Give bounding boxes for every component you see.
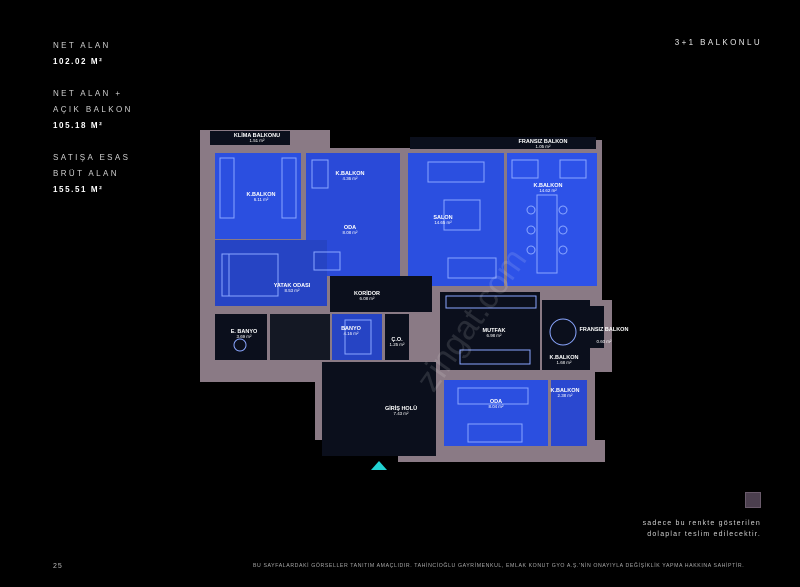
- mutfak-fill: [440, 292, 540, 370]
- yatak-odasi-area: 8.53 m²: [285, 288, 300, 293]
- k-balkon-left-name: K.BALKON: [246, 192, 275, 198]
- bed: [221, 253, 279, 297]
- storage-left: [219, 157, 235, 219]
- fransiz-balkon-top-area: 1.05 m²: [536, 144, 551, 149]
- koridor-fill: [330, 276, 432, 312]
- k-balkon-bottom-area: 2.38 m²: [558, 393, 573, 398]
- k-balkon-bottom-name: K.BALKON: [550, 388, 579, 394]
- oda-top-area: 8.08 m²: [343, 230, 358, 235]
- armchair-left: [511, 159, 539, 179]
- giris-holu-area: 7.43 m²: [394, 411, 409, 416]
- k-balkon-kitchen-name: K.BALKON: [549, 355, 578, 361]
- gross-value: 155.51 M²: [53, 185, 104, 194]
- fransiz-balkon-top-fill: [410, 137, 596, 149]
- yatak-odasi-name: YATAK ODASI: [274, 283, 311, 289]
- klima-balkonu-fill: [210, 131, 290, 145]
- kitchen-island: [459, 349, 531, 365]
- bathtub: [344, 319, 372, 355]
- gross-label-1: SATIŞA ESAS: [53, 153, 131, 162]
- oda-bottom-area: 8.04 m²: [489, 404, 504, 409]
- entrance-marker-icon: [371, 461, 387, 470]
- gross-label-2: BRÜT ALAN: [53, 169, 119, 178]
- chair: [558, 205, 568, 215]
- salon-fill: [408, 153, 504, 286]
- coffee-table: [443, 199, 481, 231]
- koridor-name: KORİDOR: [354, 290, 380, 297]
- net-area-label: NET ALAN: [53, 41, 111, 50]
- dining-table: [536, 194, 558, 274]
- banyo-area: 4.16 m²: [344, 331, 359, 336]
- banyo-name: BANYO: [341, 326, 362, 332]
- desk: [311, 159, 329, 189]
- net-balcony-label-2: AÇIK BALKON: [53, 105, 133, 114]
- room-labels: KLİMA BALKONU 1.51 m² FRANSIZ BALKON 1.0…: [231, 132, 629, 416]
- fransiz-balkon-side-area: 0.60 m²: [597, 339, 612, 344]
- wc-fill: [385, 314, 409, 360]
- klima-balkonu-name: KLİMA BALKONU: [234, 132, 280, 139]
- k-balkon-left-fill: [215, 153, 301, 239]
- bench: [313, 251, 341, 271]
- sofa-bottom: [447, 257, 497, 279]
- cabinet-legend-swatch: [745, 492, 761, 508]
- giris-holu-name: GİRİŞ HOLÜ: [385, 405, 417, 412]
- chair: [558, 245, 568, 255]
- oda-bottom-name: ODA: [490, 399, 502, 405]
- net-balcony-label-1: NET ALAN +: [53, 89, 123, 98]
- sofa-top: [427, 161, 485, 183]
- e-banyo-fill: [215, 314, 267, 360]
- yatak-odasi-fill: [215, 240, 327, 306]
- balcony-table: [549, 318, 577, 346]
- page-number: 25: [53, 563, 63, 570]
- e-banyo-name: E. BANYO: [231, 329, 258, 335]
- k-balkon-right-fill: [507, 153, 597, 286]
- koridor-area: 6.08 m²: [360, 296, 375, 301]
- e-banyo-extra-fill: [270, 314, 330, 360]
- bed-bottom-room: [467, 423, 523, 443]
- net-balcony-value: 105.18 M²: [53, 121, 104, 130]
- e-banyo-area: 3.69 m²: [237, 334, 252, 339]
- net-area-with-balcony: NET ALAN + AÇIK BALKON 105.18 M²: [53, 86, 133, 134]
- wc-name: Ç.O.: [391, 337, 403, 343]
- k-balkon-right-area: 14.62 m²: [539, 188, 557, 193]
- wardrobe-bottom: [457, 387, 529, 405]
- k-balkon-mid-name: K.BALKON: [335, 171, 364, 177]
- fransiz-balkon-side-name: FRANSIZ BALKON: [580, 327, 629, 333]
- disclaimer: BU SAYFALARDAKİ GÖRSELLER TANITIM AMAÇLI…: [253, 563, 745, 569]
- kitchen-counter: [445, 295, 537, 309]
- net-area: NET ALAN 102.02 M²: [53, 38, 111, 70]
- fransiz-balkon-side-fill: [590, 306, 604, 348]
- banyo-fill: [332, 314, 382, 360]
- mutfak-name: MUTFAK: [483, 328, 506, 334]
- mutfak-area: 6.98 m²: [487, 333, 502, 338]
- oda-top-name: ODA: [344, 225, 356, 231]
- salon-name: SALON: [433, 215, 452, 221]
- k-balkon-left-area: 6.11 m²: [254, 197, 269, 202]
- k-balkon-bottom-fill: [551, 380, 587, 446]
- gross-area: SATIŞA ESAS BRÜT ALAN 155.51 M²: [53, 150, 130, 198]
- chair: [558, 225, 568, 235]
- washbasin: [233, 338, 247, 352]
- chair: [526, 225, 536, 235]
- armchair-right: [559, 159, 587, 179]
- salon-area: 14.65 m²: [434, 220, 452, 225]
- wc-area: 1.25 m²: [390, 342, 405, 347]
- fransiz-balkon-top-name: FRANSIZ BALKON: [519, 139, 568, 145]
- k-balkon-mid-area: 4.36 m²: [343, 176, 358, 181]
- k-balkon-kitchen-area: 1.68 m²: [557, 360, 572, 365]
- giris-holu-fill: [322, 362, 436, 456]
- unit-type-title: 3+1 BALKONLU: [674, 38, 762, 47]
- furniture: [219, 157, 587, 443]
- chair: [526, 245, 536, 255]
- k-balkon-right-name: K.BALKON: [533, 183, 562, 189]
- chair: [526, 205, 536, 215]
- cabinet-note: sadece bu renkte gösterilen dolaplar tes…: [642, 520, 761, 538]
- klima-balkonu-area: 1.51 m²: [250, 138, 265, 143]
- oda-bottom-fill: [444, 380, 548, 446]
- room-fills: [210, 131, 604, 456]
- storage-right: [281, 157, 297, 219]
- net-area-value: 102.02 M²: [53, 57, 104, 66]
